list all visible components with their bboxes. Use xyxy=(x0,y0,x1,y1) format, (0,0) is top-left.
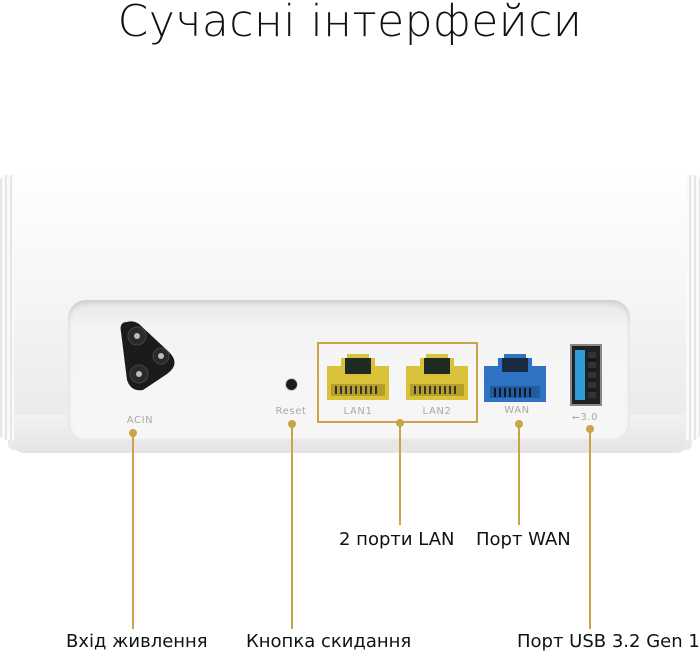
reset-button[interactable] xyxy=(286,379,297,390)
router-fin-right xyxy=(686,175,700,440)
lan1-label: LAN1 xyxy=(343,406,373,417)
reset-callout-line xyxy=(291,424,293,629)
usb-callout-label: Порт USB 3.2 Gen 1 xyxy=(517,631,700,652)
reset-callout-label: Кнопка скидання xyxy=(246,631,412,652)
lan-callout-label: 2 порти LAN xyxy=(339,529,455,550)
usb-port xyxy=(570,344,602,406)
power-callout-line xyxy=(132,433,134,629)
power-callout-label: Вхід живлення xyxy=(66,631,208,652)
page-title: Сучасні інтерфейси xyxy=(117,0,583,47)
router-fin-left xyxy=(0,175,14,440)
acin-power-socket-icon xyxy=(120,321,175,391)
usb-label: ⭠3.0 xyxy=(563,412,607,423)
wan-callout-line xyxy=(518,424,520,525)
wan-callout-label: Порт WAN xyxy=(476,529,571,550)
acin-label: ACIN xyxy=(126,415,154,426)
wan-port-icon xyxy=(484,354,546,402)
lan-callout-line xyxy=(399,423,401,525)
lan1-port-icon xyxy=(327,354,389,400)
usb-pins xyxy=(588,352,596,398)
usb-icon: ⭠ xyxy=(571,412,581,423)
lan2-label: LAN2 xyxy=(422,406,452,417)
reset-label: Reset xyxy=(275,406,307,417)
usb-tongue xyxy=(575,350,585,400)
lan2-port-icon xyxy=(406,354,468,400)
wan-label: WAN xyxy=(504,405,530,416)
usb-callout-line xyxy=(589,429,591,629)
usb-version: 3.0 xyxy=(580,412,599,423)
